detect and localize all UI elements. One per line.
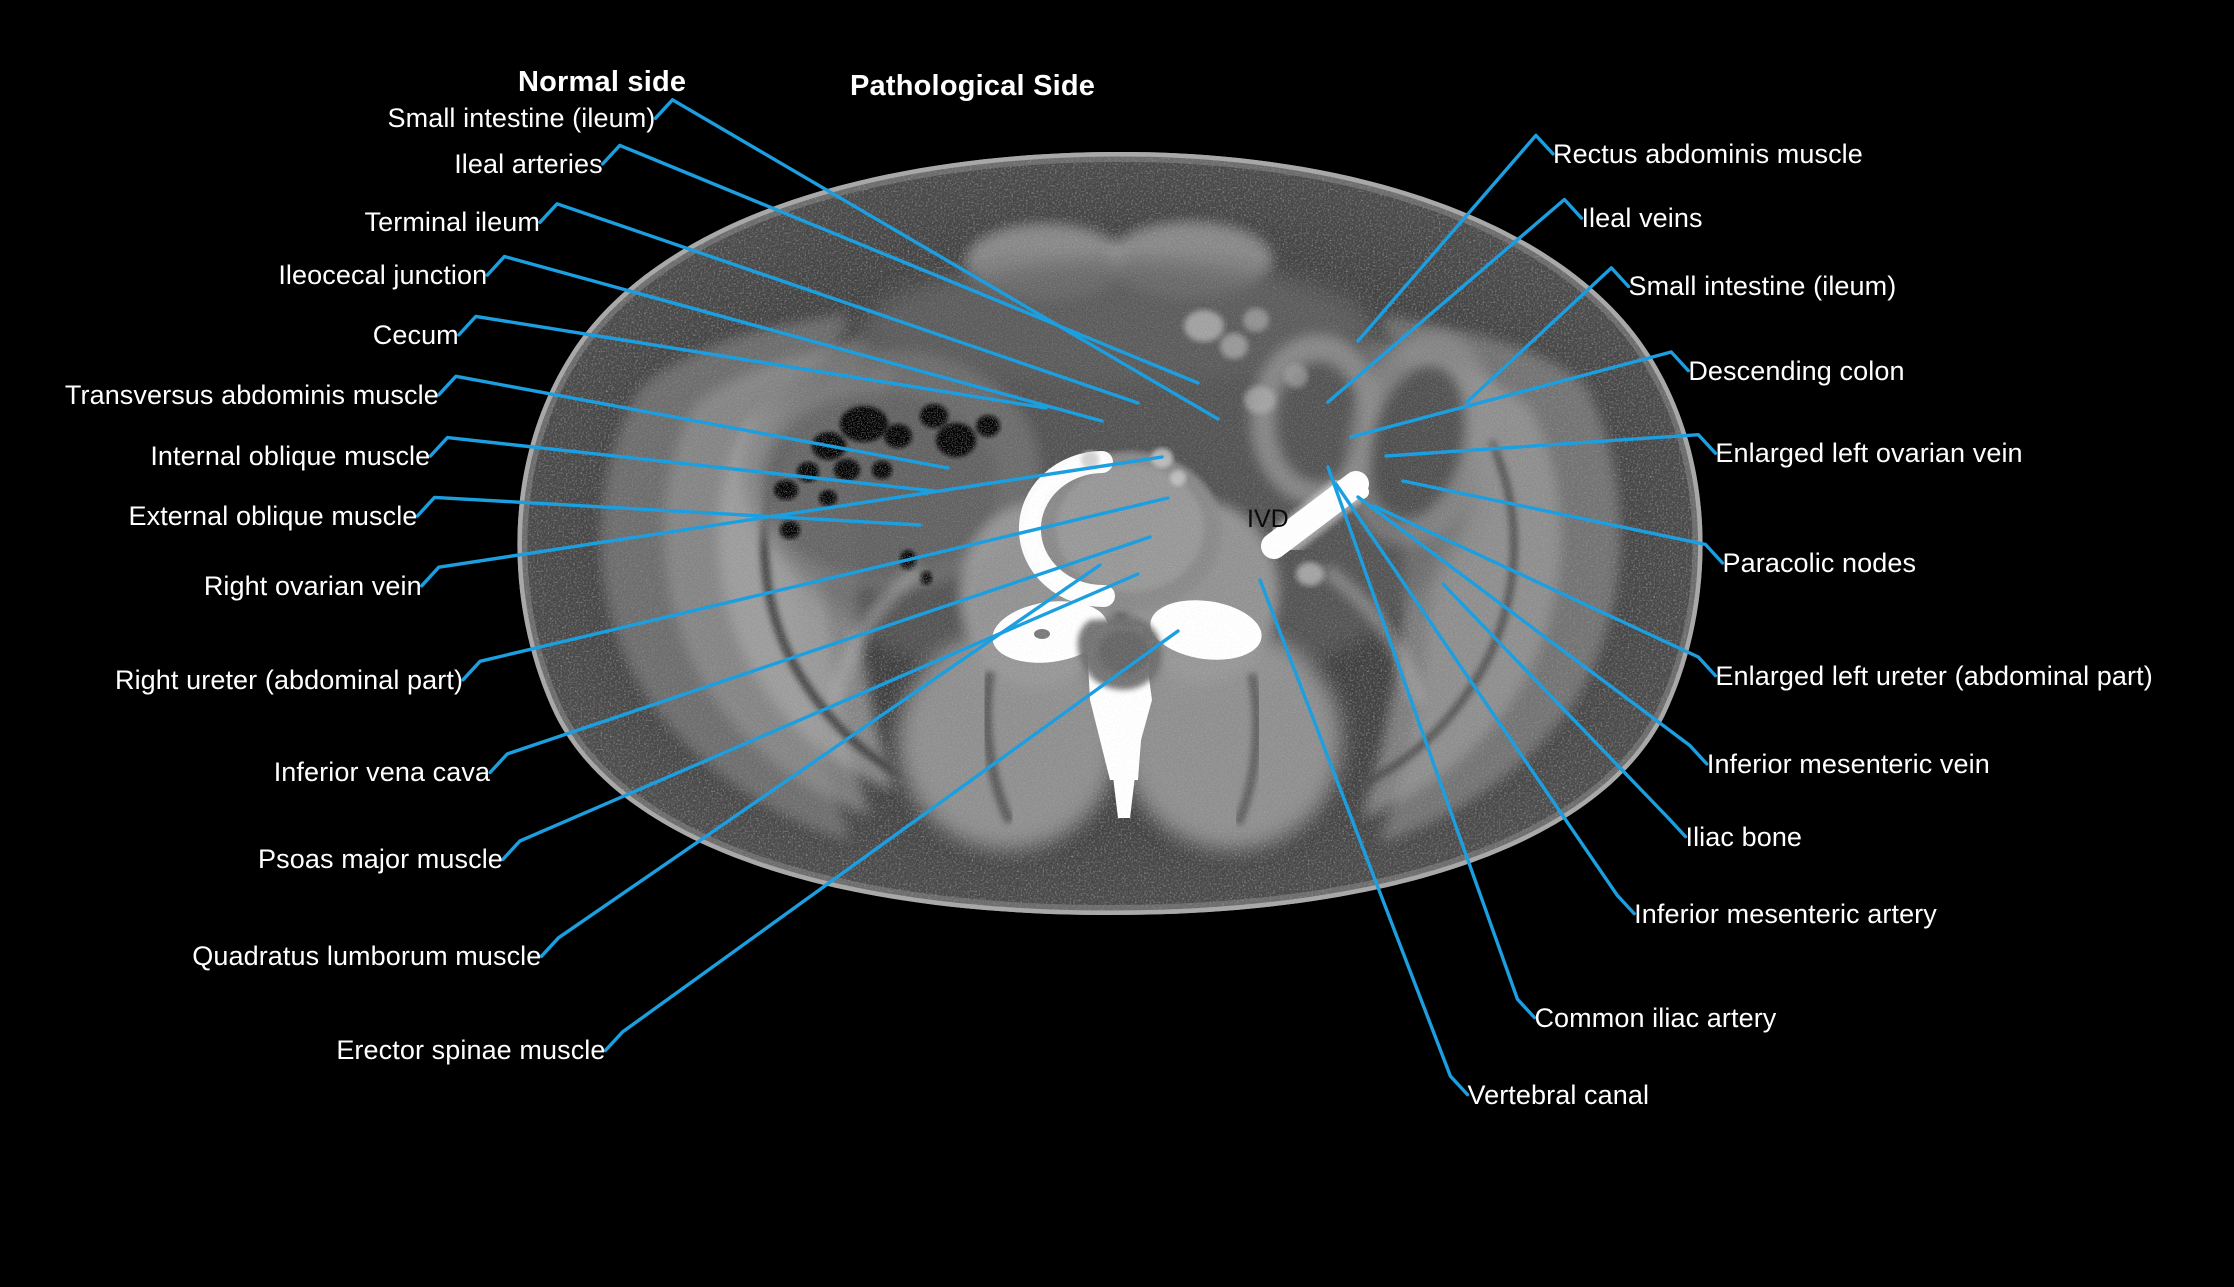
annotation-label: Vertebral canal [1467, 1079, 1650, 1110]
annotation-label: Ileal veins [1581, 203, 1703, 234]
annotation-label: Common iliac artery [1534, 1002, 1777, 1033]
header-pathological-side: Pathological Side [850, 70, 1096, 102]
annotation-label: Cecum [372, 319, 459, 350]
annotation-label: Terminal ileum [364, 207, 540, 238]
annotation-label: Psoas major muscle [258, 844, 503, 875]
annotation-label: Paracolic nodes [1722, 547, 1917, 578]
annotation-label: Right ureter (abdominal part) [114, 664, 464, 695]
annotation-label: Quadratus lumborum muscle [192, 941, 542, 972]
ivd-overlay-label: IVD [1247, 505, 1289, 533]
annotation-label: Ileocecal junction [278, 260, 488, 291]
annotation-label: Inferior vena cava [273, 757, 491, 788]
annotation-label: Ileal arteries [454, 148, 603, 179]
annotation-label: External oblique muscle [128, 500, 418, 531]
header-normal-side: Normal side [518, 66, 687, 98]
ct-scan-image: IVD [490, 140, 1730, 920]
annotation-label: Erector spinae muscle [336, 1035, 606, 1066]
annotation-label: Descending colon [1688, 355, 1905, 386]
annotation-label: Iliac bone [1685, 821, 1803, 852]
annotation-label: Inferior mesenteric artery [1634, 898, 1937, 929]
annotation-label: Inferior mesenteric vein [1706, 748, 1990, 779]
annotation-label: Right ovarian vein [203, 570, 422, 601]
annotation-label: Transversus abdominis muscle [64, 379, 439, 410]
annotation-label: Rectus abdominis muscle [1552, 138, 1863, 169]
annotation-label: Internal oblique muscle [150, 441, 431, 472]
annotation-label: Small intestine (ileum) [387, 103, 656, 134]
annotation-label: Small intestine (ileum) [1628, 271, 1897, 302]
ct-scan-graphic [490, 140, 1730, 920]
annotation-label: Enlarged left ureter (abdominal part) [1715, 660, 2153, 691]
annotation-label: Enlarged left ovarian vein [1715, 438, 2023, 469]
